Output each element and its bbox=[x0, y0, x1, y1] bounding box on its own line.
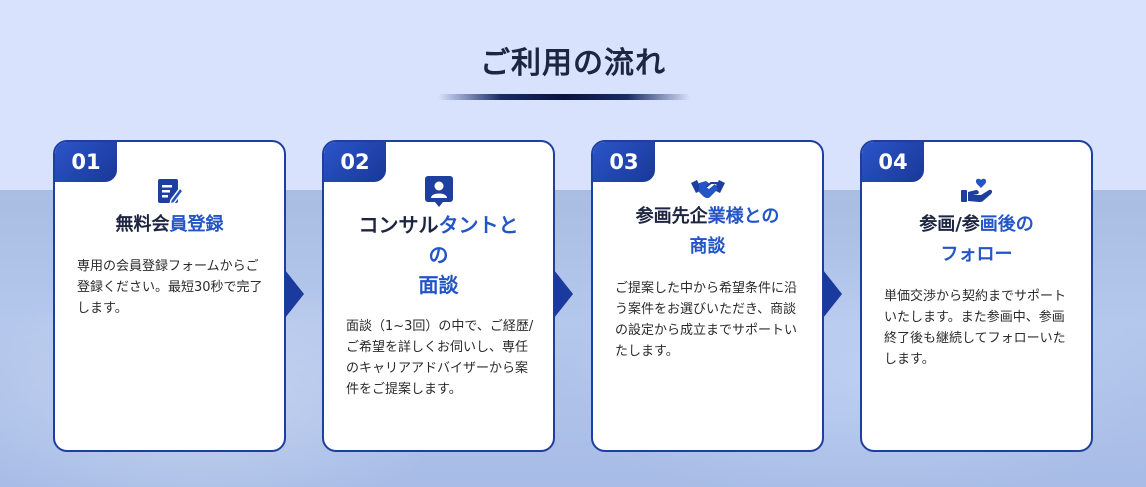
step-title: コンサルタントと の 面談 bbox=[358, 213, 519, 297]
step-number-badge: 04 bbox=[862, 142, 924, 182]
step-card-1: 01 無料会員登録 専用の会員登録フォームからご登録ください。最短30秒で完了し… bbox=[53, 140, 286, 452]
step-title: 参画先企業様との 商談 bbox=[635, 206, 780, 257]
step-number-badge: 01 bbox=[55, 142, 117, 182]
consultant-icon bbox=[324, 176, 553, 212]
step-number-badge: 03 bbox=[593, 142, 655, 182]
step-description: 面談（1~3回）の中で、ご経歴/ご希望を詳しくお伺いし、専任のキャリアアドバイザ… bbox=[346, 319, 534, 397]
step-card-3: 03 参画先企業様との 商談 ご提案した中から希望条件に沿う案件をお選びいただき… bbox=[591, 140, 824, 452]
handshake-icon bbox=[593, 178, 822, 204]
step-number-badge: 02 bbox=[324, 142, 386, 182]
step-title: 無料会員登録 bbox=[115, 214, 224, 235]
step-arrow-1 bbox=[285, 270, 304, 318]
step-card-2: 02 コンサルタントと の 面談 面談（1~3回）の中で、ご経歴/ご希望を詳しく… bbox=[322, 140, 555, 452]
step-description: ご提案した中から希望条件に沿う案件をお選びいただき、商談の設定から成立までサポー… bbox=[615, 281, 798, 359]
step-title: 参画/参画後の フォロー bbox=[919, 214, 1034, 265]
form-edit-icon bbox=[55, 178, 284, 210]
step-card-4: 04 参画/参画後の フォロー 単価交渉から契約までサポートいたします。また参画… bbox=[860, 140, 1093, 452]
step-arrow-2 bbox=[554, 270, 573, 318]
step-arrow-3 bbox=[823, 270, 842, 318]
step-description: 専用の会員登録フォームからご登録ください。最短30秒で完了します。 bbox=[77, 259, 263, 316]
title-underline bbox=[438, 94, 690, 100]
care-hand-heart-icon bbox=[862, 178, 1091, 208]
section-title: ご利用の流れ bbox=[480, 46, 666, 81]
step-description: 単価交渉から契約までサポートいたします。また参画中、参画終了後も継続してフォロー… bbox=[884, 289, 1067, 367]
